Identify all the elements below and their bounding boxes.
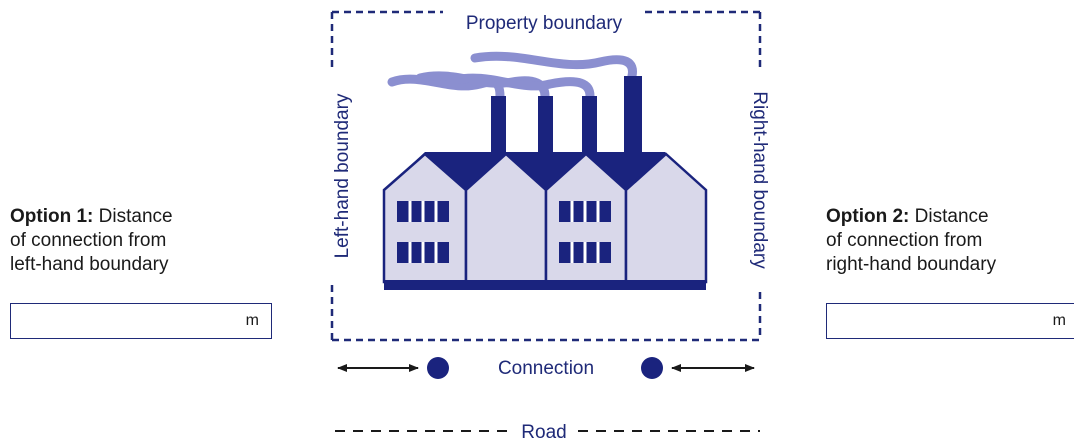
option-1-distance-input[interactable] — [11, 304, 271, 338]
option-2-distance-field[interactable]: m — [826, 303, 1074, 339]
option-1-unit-label: m — [245, 312, 259, 329]
factory-illustration — [382, 51, 708, 290]
left-boundary-label: Left-hand boundary — [332, 93, 353, 258]
option-2-line2: of connection from — [826, 230, 983, 251]
option-2-title: Option 2: — [826, 206, 910, 227]
property-boundary-label: Property boundary — [466, 13, 623, 34]
right-connection-point — [641, 357, 663, 379]
option-2-line3: right-hand boundary — [826, 254, 997, 275]
connection-label: Connection — [498, 358, 594, 379]
option-1-description: Option 1: Distance of connection from le… — [10, 205, 173, 277]
option-1-line3: left-hand boundary — [10, 254, 169, 275]
option-1-line2: of connection from — [10, 230, 167, 251]
option-2-line1: Distance — [914, 206, 989, 227]
property-boundary-lines — [330, 10, 762, 342]
option-2-unit-label: m — [1052, 312, 1066, 329]
road-label: Road — [521, 422, 566, 439]
option-2-distance-input[interactable] — [827, 304, 1074, 338]
left-connection-point — [427, 357, 449, 379]
option-1-title: Option 1: — [10, 206, 94, 227]
option-1-line1: Distance — [98, 206, 173, 227]
right-boundary-label: Right-hand boundary — [749, 91, 770, 269]
smoke — [387, 51, 637, 101]
option-2-description: Option 2: Distance of connection from ri… — [826, 205, 996, 277]
option-1-distance-field[interactable]: m — [10, 303, 272, 339]
